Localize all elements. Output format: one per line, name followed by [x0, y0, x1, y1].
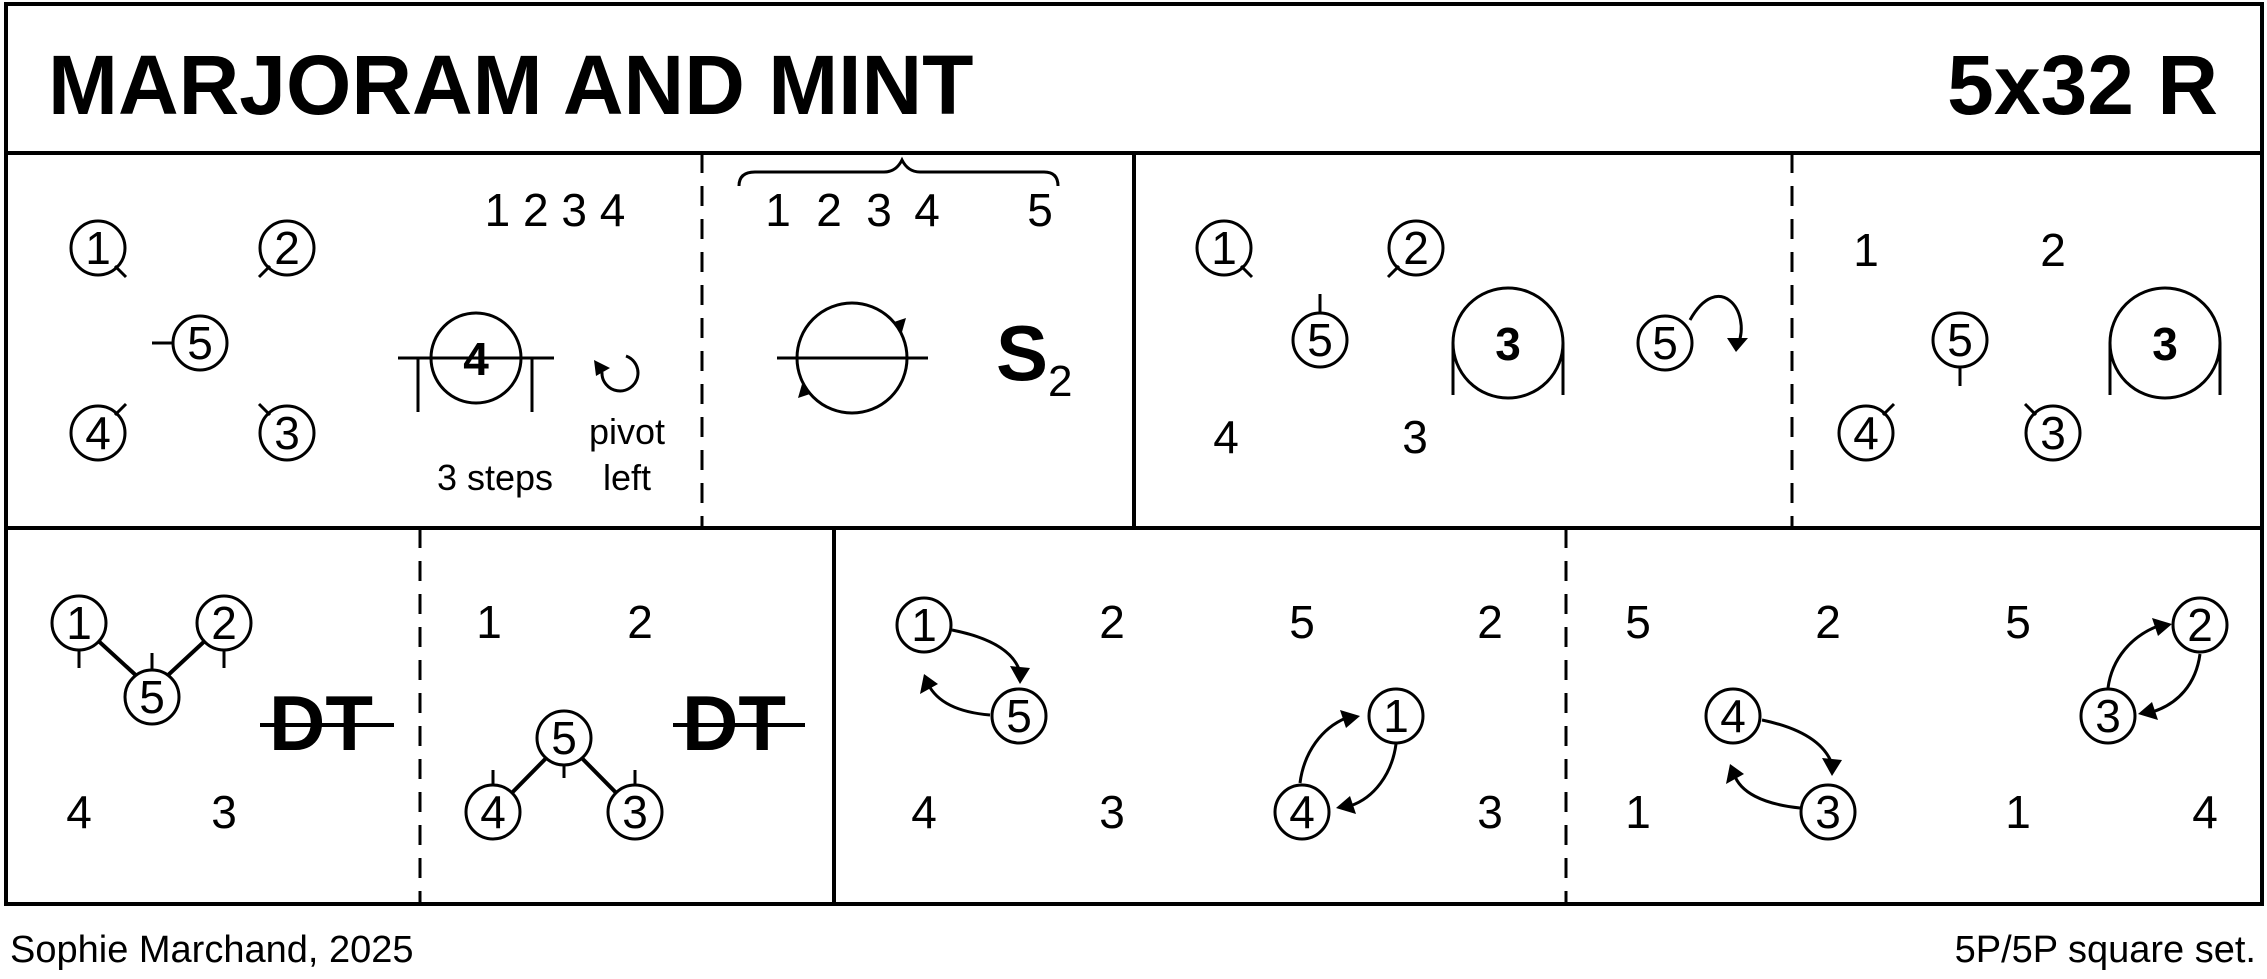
figure-3: 1 2 5 4 3 3 5 [1195, 219, 1748, 463]
f6-position-2: 2 [627, 596, 653, 648]
f8-left-position-2: 2 [1815, 596, 1841, 648]
f5-couple-5: 5 [139, 671, 165, 723]
f7-right-couple-1: 1 [1383, 690, 1409, 742]
figure-6: 1 2 5 4 3 DT [464, 596, 805, 841]
f6-couple-5: 5 [551, 712, 577, 764]
dance-format: 5x32 R [1947, 38, 2218, 132]
f3-moving-couple: 5 [1652, 317, 1678, 369]
f7-right-position-3: 3 [1477, 786, 1503, 838]
f1-pivot-label-1: pivot [589, 411, 665, 452]
f1-steps-label: 3 steps [437, 457, 553, 498]
f4-couple-3: 3 [2040, 407, 2066, 459]
pivot-arrow-icon [600, 354, 640, 393]
f8-swap-arrow-c-icon [2106, 624, 2159, 689]
figure-2: 1 2 3 4 5 S 2 [737, 156, 1072, 415]
f6-couple-3: 3 [622, 786, 648, 838]
figure-4: 1 2 5 4 3 3 [1837, 224, 2222, 462]
f7-swap-arrow-d-icon [1349, 743, 1398, 808]
f1-circle-label: 4 [463, 333, 489, 385]
f8-left-couple-4: 4 [1720, 690, 1746, 742]
f8-swap-arrow-d-icon [2151, 653, 2202, 714]
figure-5: 1 2 5 4 3 DT [50, 594, 394, 838]
f3-move-arrow-icon [1688, 295, 1743, 346]
f2-number-3: 3 [866, 184, 892, 236]
set-description: 5P/5P square set. [1955, 929, 2256, 971]
f5-couple-1: 1 [66, 597, 92, 649]
f8-right-position-5: 5 [2005, 596, 2031, 648]
f2-symbol-sub: 2 [1048, 357, 1072, 406]
f4-circle-label: 3 [2152, 318, 2178, 370]
f7-swap-arrow-c-icon [1298, 716, 1347, 784]
f7-left-couple-1: 1 [911, 599, 937, 651]
f5-position-3: 3 [211, 786, 237, 838]
f1-couple-5: 5 [187, 317, 213, 369]
f8-swap-arrow-a-icon [1761, 718, 1834, 765]
f5-couple-2: 2 [211, 597, 237, 649]
f4-couple-4: 4 [1853, 407, 1879, 459]
f7-left-position-4: 4 [911, 786, 937, 838]
figure-8: 5 2 4 1 3 5 2 3 1 4 [1625, 596, 2229, 841]
f7-right-position-5: 5 [1289, 596, 1315, 648]
f3-couple-1: 1 [1211, 222, 1237, 274]
f1-couple-2: 2 [274, 222, 300, 274]
f1-couple-1: 1 [85, 222, 111, 274]
f7-swap-arrow-b-icon [926, 683, 991, 717]
f8-right-position-1: 1 [2005, 786, 2031, 838]
author-credit: Sophie Marchand, 2025 [10, 929, 414, 971]
crib-frame [4, 2, 2264, 906]
f4-couple-5: 5 [1947, 314, 1973, 366]
f1-pivot-label-2: left [603, 457, 651, 498]
f2-number-1: 1 [765, 184, 791, 236]
f4-position-1: 1 [1853, 224, 1879, 276]
figure-7: 1 2 5 4 3 5 2 1 4 3 [895, 596, 1503, 841]
f2-brace [737, 156, 1060, 187]
f3-circle-label: 3 [1495, 318, 1521, 370]
f8-left-couple-3: 3 [1815, 786, 1841, 838]
f3-couple-5: 5 [1307, 314, 1333, 366]
f7-right-position-2: 2 [1477, 596, 1503, 648]
f2-number-5: 5 [1027, 184, 1053, 236]
f6-position-1: 1 [476, 596, 502, 648]
f5-position-4: 4 [66, 786, 92, 838]
f7-swap-arrow-a-icon [951, 628, 1022, 673]
f1-couple-4: 4 [85, 407, 111, 459]
f7-left-position-2: 2 [1099, 596, 1125, 648]
f8-swap-arrow-b-icon [1732, 773, 1801, 810]
f7-left-position-3: 3 [1099, 786, 1125, 838]
f8-right-couple-2: 2 [2187, 599, 2213, 651]
f3-position-3: 3 [1402, 411, 1428, 463]
f2-number-2: 2 [816, 184, 842, 236]
f8-right-couple-3: 3 [2095, 690, 2121, 742]
f6-couple-4: 4 [480, 786, 506, 838]
f4-position-2: 2 [2040, 224, 2066, 276]
f8-right-position-4: 4 [2192, 786, 2218, 838]
f2-number-4: 4 [914, 184, 940, 236]
dance-title: MARJORAM AND MINT [48, 38, 973, 132]
f3-couple-2: 2 [1403, 222, 1429, 274]
figure-1: 1 2 5 4 3 1 2 3 4 4 pivot left 3 steps [69, 184, 665, 498]
f7-right-couple-4: 4 [1289, 786, 1315, 838]
f2-symbol: S [996, 309, 1048, 397]
f8-left-position-1: 1 [1625, 786, 1651, 838]
f8-left-position-5: 5 [1625, 596, 1651, 648]
f3-position-4: 4 [1213, 411, 1239, 463]
f7-left-couple-5: 5 [1006, 690, 1032, 742]
f1-top-numbers: 1 2 3 4 [485, 184, 626, 236]
f1-couple-3: 3 [274, 407, 300, 459]
